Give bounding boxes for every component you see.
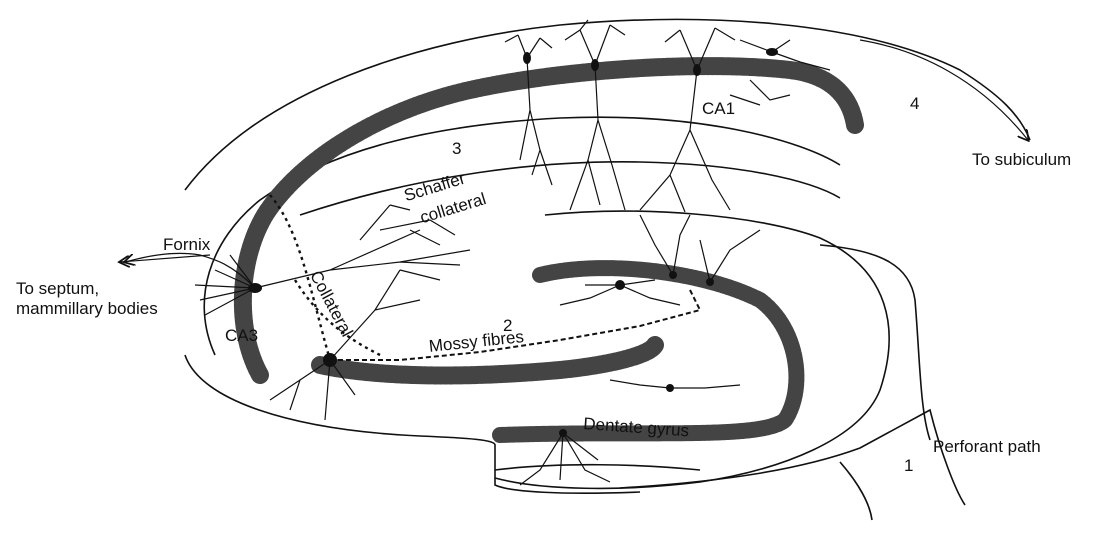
ca1-label: CA1 <box>702 100 735 117</box>
perforant-path-label: Perforant path <box>933 438 1041 455</box>
region-number-1: 1 <box>904 457 913 474</box>
region-number-3: 3 <box>452 140 461 157</box>
ca3-label: CA3 <box>225 327 258 344</box>
mammillary-label: mammillary bodies <box>16 300 158 317</box>
cell-layers <box>243 66 855 435</box>
to-septum-label: To septum, <box>16 280 99 297</box>
to-subiculum-label: To subiculum <box>972 151 1071 168</box>
fornix-label: Fornix <box>163 236 210 253</box>
region-number-4: 4 <box>910 95 919 112</box>
